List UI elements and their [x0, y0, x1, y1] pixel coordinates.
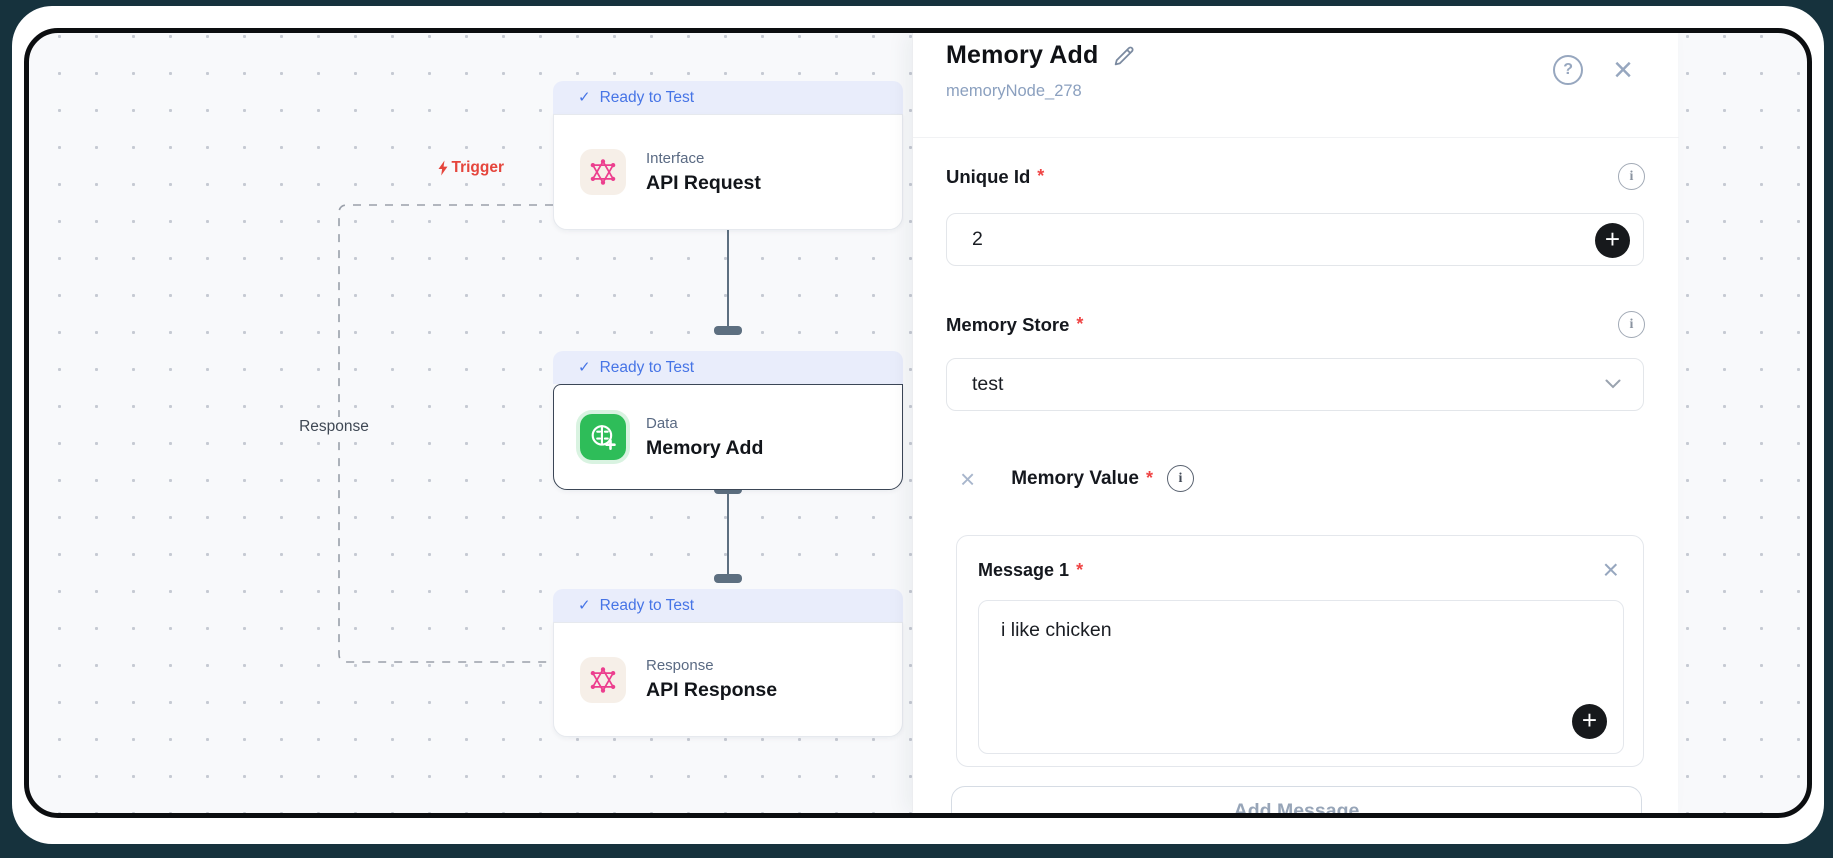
required-asterisk: *: [1037, 166, 1045, 186]
info-icon[interactable]: i: [1618, 311, 1645, 338]
node-category: Data: [646, 414, 678, 432]
message-1-textarea[interactable]: i like chicken: [1001, 619, 1581, 729]
trigger-edge-label: Trigger: [409, 158, 507, 178]
response-edge-label: Response: [288, 417, 380, 437]
connector-handle[interactable]: [714, 326, 742, 335]
check-icon: ✓: [578, 359, 591, 376]
memory-store-value: test: [972, 373, 1004, 395]
edit-pencil-icon[interactable]: [1112, 43, 1137, 68]
required-asterisk: *: [1076, 559, 1084, 580]
node-id: memoryNode_278: [946, 82, 1082, 100]
message-1-textarea-box: i like chicken +: [978, 600, 1624, 754]
unique-id-input-box: +: [946, 213, 1644, 266]
node-card-api-request[interactable]: Interface API Request: [553, 114, 903, 230]
brain-add-icon: [580, 414, 626, 460]
molecule-icon: [580, 656, 626, 703]
field-label-memory-value: Memory Value: [1011, 467, 1139, 489]
node-api-response[interactable]: ✓ Ready to Test: [553, 589, 903, 737]
chevron-down-icon: [1605, 379, 1621, 389]
connector-line: [727, 493, 729, 577]
node-card-memory-add[interactable]: Data Memory Add: [553, 384, 903, 490]
memory-value-collapse-icon[interactable]: ×: [960, 463, 976, 494]
status-badge: ✓ Ready to Test: [553, 351, 903, 384]
info-icon[interactable]: i: [1166, 465, 1194, 492]
memory-store-select[interactable]: test: [946, 358, 1644, 411]
panel-title: Memory Add: [946, 41, 1099, 69]
check-icon: ✓: [578, 89, 591, 106]
response-edge-text: Response: [299, 418, 369, 435]
field-label-memory-store: Memory Store: [946, 313, 1070, 335]
connector-line: [727, 230, 729, 330]
flow-canvas[interactable]: Trigger Response ✓ Ready to Test: [24, 28, 1812, 818]
node-title: Memory Add: [646, 436, 764, 459]
unique-id-input[interactable]: [947, 228, 1507, 251]
add-variable-button[interactable]: +: [1572, 704, 1607, 739]
app-card: Trigger Response ✓ Ready to Test: [12, 6, 1824, 844]
add-message-button[interactable]: Add Message: [951, 786, 1642, 813]
field-label-unique-id: Unique Id: [946, 165, 1031, 187]
node-api-request[interactable]: ✓ Ready to Test: [553, 81, 903, 230]
node-card-api-response[interactable]: Response API Response: [553, 622, 903, 737]
molecule-icon: [580, 149, 626, 195]
message-1-label: Message 1: [978, 559, 1070, 580]
lightning-bolt-icon: [438, 160, 448, 176]
node-category: Interface: [646, 149, 705, 167]
node-title: API Response: [646, 679, 778, 701]
node-category: Response: [646, 657, 714, 674]
info-icon[interactable]: i: [1618, 163, 1645, 190]
divider: [913, 137, 1679, 138]
status-text: Ready to Test: [599, 596, 695, 614]
add-variable-button[interactable]: +: [1595, 223, 1630, 258]
close-icon[interactable]: ×: [1613, 51, 1633, 89]
message-card: Message 1 * × i like chicken +: [956, 535, 1644, 767]
node-memory-add[interactable]: ✓ Ready to Test: [553, 351, 903, 490]
connector-handle[interactable]: [714, 574, 742, 583]
trigger-edge-text: Trigger: [451, 159, 504, 176]
status-text: Ready to Test: [599, 88, 695, 106]
required-asterisk: *: [1145, 468, 1153, 488]
help-icon[interactable]: ?: [1553, 55, 1584, 85]
required-asterisk: *: [1076, 314, 1084, 334]
check-icon: ✓: [578, 597, 591, 614]
status-badge: ✓ Ready to Test: [553, 589, 903, 622]
node-title: API Request: [646, 171, 761, 194]
properties-panel: Memory Add memoryNode_278 ? × Unique Id …: [912, 33, 1679, 813]
status-text: Ready to Test: [599, 358, 695, 376]
remove-message-button[interactable]: ×: [1602, 554, 1619, 585]
status-badge: ✓ Ready to Test: [553, 81, 903, 114]
